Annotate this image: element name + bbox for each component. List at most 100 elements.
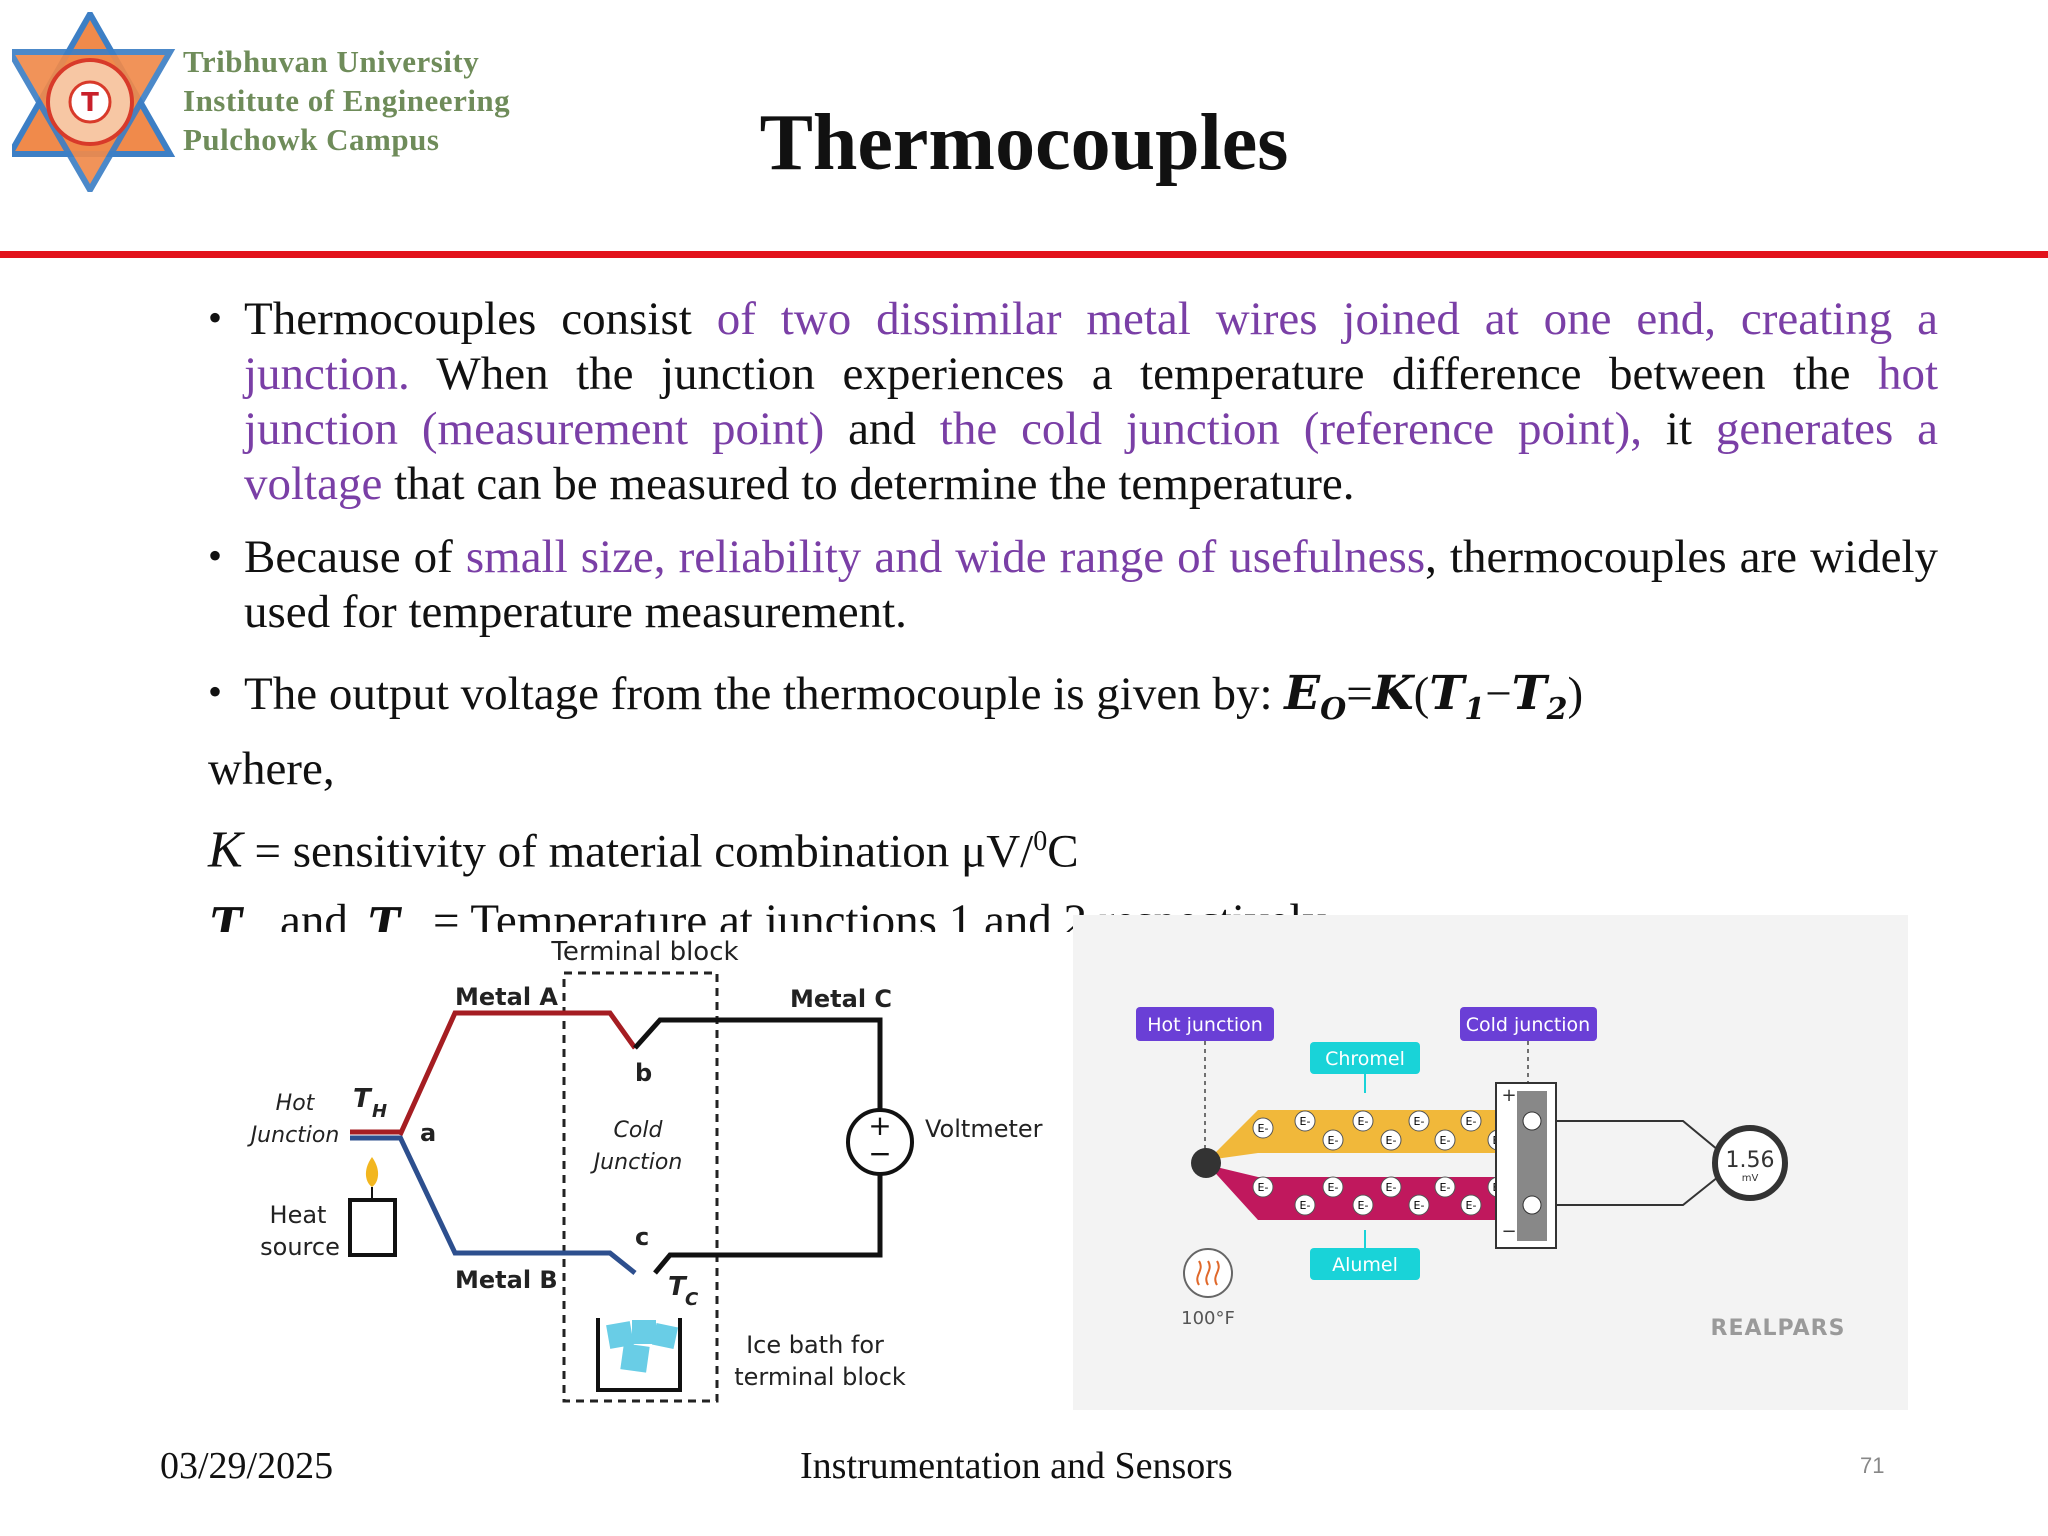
hot-junction-tag-label: Hot junction	[1147, 1014, 1263, 1036]
eq-E-sub: O	[1320, 692, 1347, 728]
bullet-text: Because of small size, reliability and w…	[244, 531, 1938, 638]
bullet-item-1: • Thermocouples consist of two dissimila…	[208, 292, 1938, 512]
svg-text:E-: E-	[1300, 1199, 1311, 1212]
body-text: and	[824, 403, 940, 455]
voltmeter-label: Voltmeter	[925, 1115, 1043, 1143]
ice-cube-icon	[651, 1322, 679, 1350]
svg-text:E-: E-	[1386, 1181, 1397, 1194]
tc-sub: C	[685, 1289, 699, 1310]
terminal-block-box	[562, 971, 719, 1403]
bullet-item-2: • Because of small size, reliability and…	[208, 530, 1938, 640]
logo-line-1: Tribhuvan University	[183, 44, 480, 79]
body-text: Thermocouples consist	[244, 293, 717, 345]
metal-b-label: Metal B	[455, 1266, 558, 1294]
ice-cube-icon	[606, 1321, 634, 1349]
cold-junction-tag	[1460, 1007, 1597, 1041]
realpars-brand: REALPARS	[1711, 1316, 1846, 1341]
body-text: , thermocouples are widely used for temp…	[244, 531, 1938, 638]
metal-a-wire	[397, 1010, 638, 1137]
cold-junction-label: Junction	[590, 1150, 683, 1175]
k-text: = sensitivity of material combination μV…	[242, 825, 1034, 878]
eq-minus: −	[1485, 668, 1512, 720]
chromel-tag	[1310, 1042, 1420, 1074]
eq-T2: T	[1511, 666, 1547, 721]
metal-c-label: Metal C	[790, 985, 892, 1013]
terminal-plus: +	[1501, 1085, 1516, 1106]
meter-lead-bottom	[1556, 1176, 1719, 1206]
flame-icon	[365, 1157, 379, 1187]
k-symbol: K	[208, 821, 243, 879]
body-text: that can be measured to determine the te…	[382, 458, 1355, 510]
bullet-list: • Thermocouples consist of two dissimila…	[208, 292, 1938, 751]
t-and: and	[280, 895, 348, 932]
voltmeter-minus: −	[868, 1137, 891, 1170]
screw-icon	[1522, 1111, 1542, 1131]
temperature-label: 100°F	[1181, 1308, 1235, 1329]
eq-close: )	[1567, 668, 1584, 720]
junction-label: Junction	[247, 1123, 340, 1148]
k-sup: 0	[1033, 826, 1048, 857]
hot-junction-tag	[1136, 1007, 1274, 1041]
body-text: Because of	[244, 531, 466, 583]
eq-open: (	[1413, 668, 1430, 720]
ice-bath-label-2: terminal block	[734, 1363, 906, 1391]
where-label: where,	[208, 743, 335, 795]
meter-unit: mV	[1742, 1173, 1759, 1184]
candle-icon	[348, 1198, 397, 1257]
chromel-electrons: E- E- E- E- E- E- E- E- E-	[1252, 1110, 1509, 1151]
eq-T2-sub: 2	[1546, 692, 1568, 728]
hot-label: Hot	[276, 1091, 316, 1116]
tc-symbol: T	[668, 1272, 688, 1302]
terminal-minus: −	[1501, 1221, 1516, 1242]
ice-cube-icon	[632, 1320, 656, 1344]
cold-junction-tag-label: Cold junction	[1466, 1014, 1590, 1036]
terminal-block-label: Terminal block	[550, 937, 738, 967]
chromel-tag-label: Chromel	[1325, 1048, 1405, 1070]
source-label: source	[260, 1233, 340, 1261]
svg-text:E-: E-	[1414, 1199, 1425, 1212]
voltmeter-plus: +	[868, 1109, 891, 1142]
page-number: 71	[1860, 1453, 1885, 1478]
metal-c-wire-bottom	[653, 1173, 883, 1275]
svg-text:E-: E-	[1466, 1199, 1477, 1212]
svg-text:E-: E-	[1258, 1181, 1269, 1194]
university-logo: T Tribhuvan University Institute of Engi…	[4, 7, 602, 197]
t2-symbol: T	[366, 895, 401, 932]
svg-text:E-: E-	[1258, 1122, 1269, 1135]
highlighted-text: of two dissimilar metal wires joined at …	[244, 293, 1938, 400]
k-definition: K = sensitivity of material combination …	[208, 814, 1079, 880]
svg-text:E-: E-	[1386, 1134, 1397, 1147]
node-a-label: a	[420, 1119, 436, 1147]
svg-text:E-: E-	[1358, 1199, 1369, 1212]
footer-date: 03/29/2025	[160, 1445, 334, 1487]
realpars-diagram: Hot junction Cold junction Chromel Alume…	[1136, 1007, 1846, 1341]
heat-waves-icon	[1196, 1260, 1220, 1286]
heat-label: Heat	[270, 1201, 327, 1229]
node-c-label: c	[635, 1223, 649, 1251]
k-unit: C	[1047, 825, 1079, 878]
title-divider	[0, 251, 2048, 258]
metal-b-wire	[397, 1135, 637, 1275]
t1-symbol: T	[208, 895, 243, 932]
th-sub: H	[372, 1101, 387, 1122]
logo-text: Tribhuvan University Institute of Engine…	[183, 42, 510, 159]
meter-value: 1.56	[1726, 1148, 1775, 1173]
nepal-star-emblem-icon: T	[4, 7, 176, 196]
svg-text:T: T	[81, 88, 99, 118]
eq-T1-sub: 1	[1464, 692, 1486, 728]
bullet-dot-icon: •	[208, 669, 223, 714]
highlighted-text: hot junction (measurement point)	[244, 348, 1938, 455]
svg-text:E-: E-	[1440, 1134, 1451, 1147]
metal-a-label: Metal A	[455, 983, 558, 1011]
body-text: it	[1642, 403, 1716, 455]
node-b-label: b	[635, 1059, 652, 1087]
equation-lead: The output voltage from the thermocouple…	[244, 668, 1285, 720]
hot-junction-bead	[1191, 1148, 1221, 1178]
meter-lead-top	[1556, 1120, 1719, 1151]
alumel-tag-label: Alumel	[1332, 1254, 1398, 1276]
svg-text:E-: E-	[1328, 1134, 1339, 1147]
logo-line-2: Institute of Engineering	[183, 83, 511, 118]
svg-text:E-: E-	[1300, 1115, 1311, 1128]
th-symbol: T	[353, 1084, 373, 1114]
svg-text:E-: E-	[1466, 1115, 1477, 1128]
